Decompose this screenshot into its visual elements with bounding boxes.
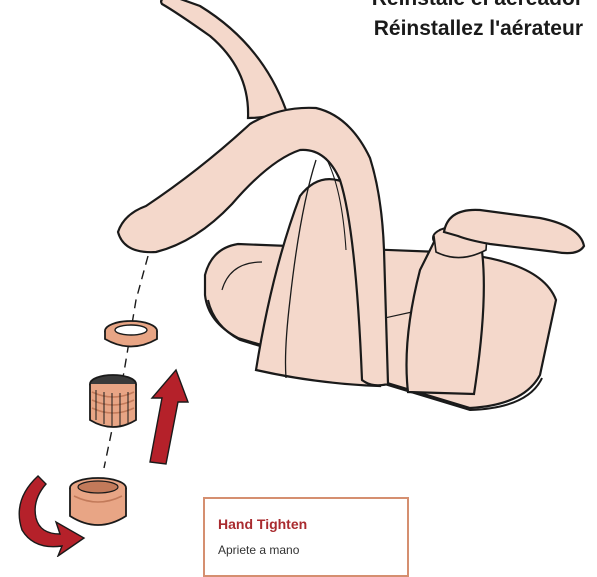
callout-subtitle: Apriete a mano bbox=[218, 543, 299, 557]
top-lever bbox=[161, 0, 286, 118]
install-direction-arrow-icon bbox=[150, 370, 188, 464]
faucet-illustration bbox=[0, 0, 597, 557]
aerator-insert bbox=[90, 375, 136, 427]
aerator-housing bbox=[70, 478, 126, 525]
alignment-line bbox=[104, 256, 148, 468]
hand-tighten-callout: Hand Tighten Apriete a mano bbox=[203, 497, 409, 577]
callout-title: Hand Tighten bbox=[218, 516, 307, 532]
aerator-washer bbox=[105, 321, 157, 347]
